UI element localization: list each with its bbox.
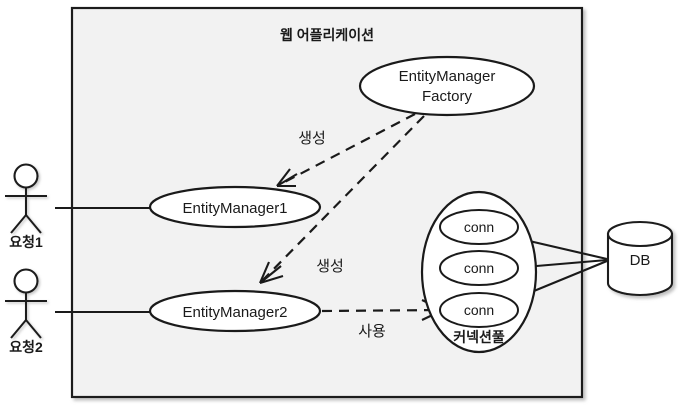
emf-label-line1: EntityManager — [399, 68, 496, 85]
edge-emf-to-em1-line — [276, 113, 416, 187]
actor-request-1[interactable]: 요청1 — [5, 163, 47, 251]
edge-em2-to-pool-label: 사용 — [358, 323, 386, 340]
node-entity-manager-factory[interactable]: EntityManager Factory — [358, 55, 536, 117]
node-connection-pool[interactable]: conn conn conn 커넥션풀 — [420, 190, 538, 354]
actor-request-2[interactable]: 요청2 — [5, 268, 47, 356]
conn-1-label: conn — [464, 219, 494, 235]
connection-item-2[interactable]: conn — [439, 250, 519, 286]
node-entity-manager-2[interactable]: EntityManager2 — [148, 289, 322, 333]
edge-emf-to-em2-arrow-c — [259, 265, 282, 284]
em2-label: EntityManager2 — [182, 304, 287, 321]
actor-2-head-icon — [13, 268, 39, 294]
db-cylinder-top — [606, 220, 674, 248]
actor-1-label: 요청1 — [9, 234, 43, 250]
edge-emf-to-em2-line — [259, 115, 425, 284]
actor-1-leg-left — [10, 214, 27, 234]
edge-em2-to-pool-line — [321, 308, 444, 313]
edge-emf-to-em1-arrow-a — [276, 173, 298, 187]
actor-2-figure — [5, 268, 47, 339]
emf-ellipse — [358, 55, 536, 117]
edge-emf-to-em1-arrow-c — [276, 168, 291, 187]
db-cylinder-body — [606, 232, 674, 297]
node-database[interactable] — [606, 220, 674, 297]
emf-label-line2: Factory — [422, 88, 473, 105]
conn-2-label: conn — [464, 260, 494, 276]
db-label: DB — [630, 252, 651, 269]
container-title: 웹 어플리케이션 — [280, 27, 374, 43]
actor-1-leg-right — [25, 214, 42, 234]
conn-1-ellipse — [439, 209, 519, 245]
em1-label: EntityManager1 — [182, 200, 287, 217]
connection-pool-label: 커넥션풀 — [453, 329, 505, 345]
actor-2-leg-left — [10, 319, 27, 339]
edge-emf-to-em1: 생성 — [276, 113, 416, 188]
conn-2-ellipse — [439, 250, 519, 286]
edge-emf-to-em1-label: 생성 — [298, 130, 326, 147]
edge-emf-to-em2-arrow-a — [259, 274, 284, 285]
connection-item-3[interactable]: conn — [439, 292, 519, 328]
actor-1-figure — [5, 163, 47, 234]
edge-emf-to-em2-arrow-b — [259, 261, 270, 284]
actor-1-head-icon — [13, 163, 39, 189]
connection-item-1[interactable]: conn — [439, 209, 519, 245]
conn-3-label: conn — [464, 302, 494, 318]
edge-emf-to-em2: 생성 — [259, 115, 425, 285]
em1-ellipse — [148, 185, 322, 229]
actor-2-label: 요청2 — [9, 339, 43, 355]
node-entity-manager-1[interactable]: EntityManager1 — [148, 185, 322, 229]
actor-2-leg-right — [25, 319, 42, 339]
edge-emf-to-em2-label: 생성 — [316, 258, 344, 275]
em2-ellipse — [148, 289, 322, 333]
conn-3-ellipse — [439, 292, 519, 328]
